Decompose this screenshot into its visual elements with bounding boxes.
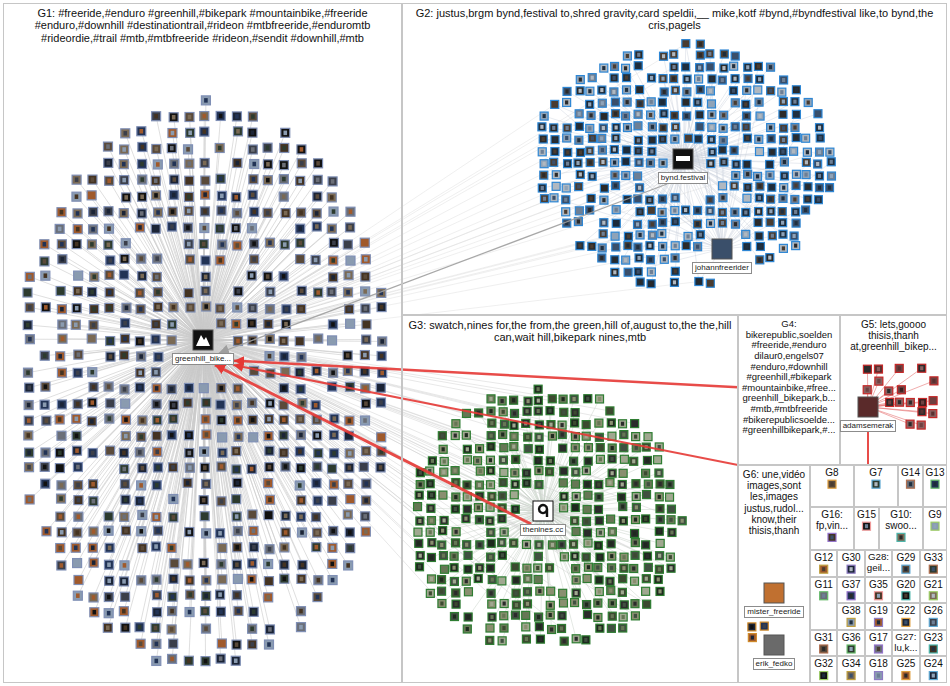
network-canvas: G1: #freeride,#enduro #greenhill,#bikepa… bbox=[0, 0, 950, 686]
